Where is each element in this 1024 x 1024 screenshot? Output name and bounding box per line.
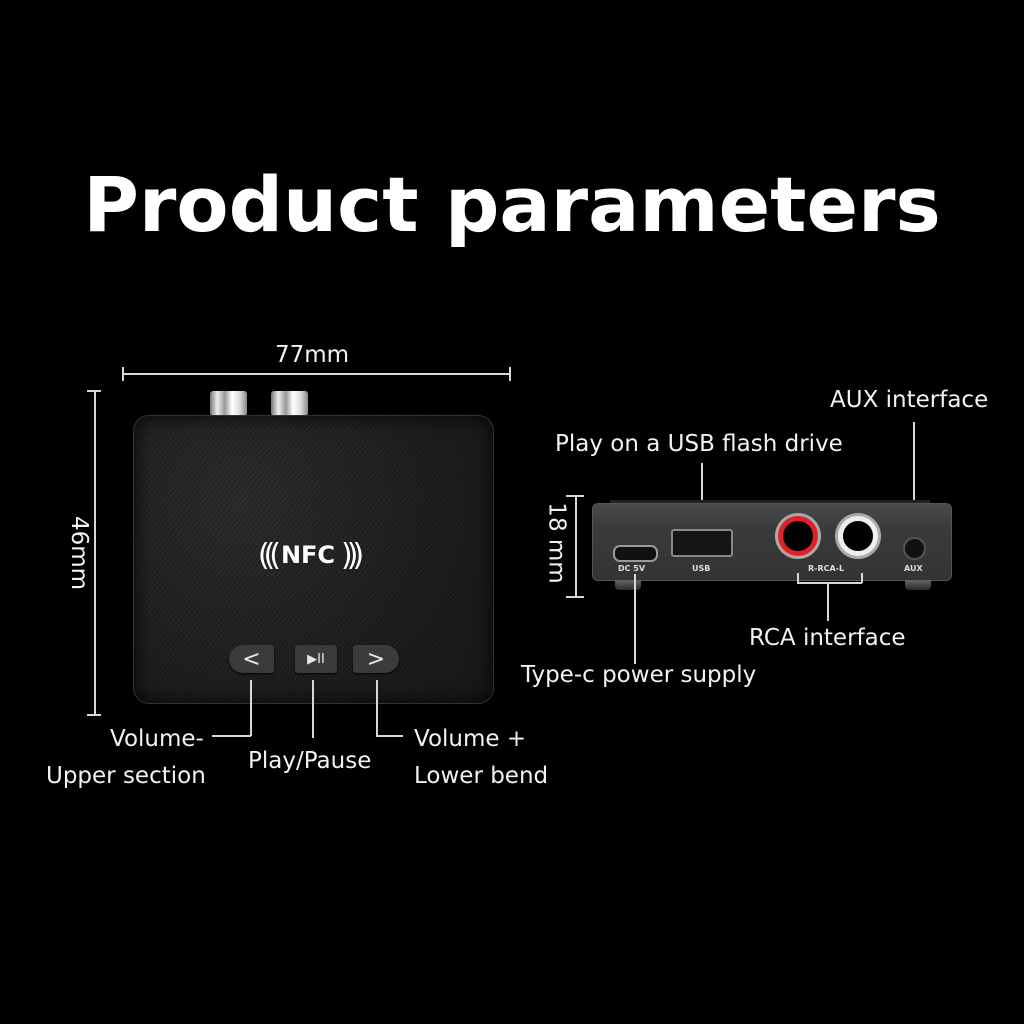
device-side-image [592, 503, 952, 581]
callout-line [634, 574, 636, 664]
rca-jack-top-icon [210, 391, 247, 416]
rca-port-label: R-RCA-L [808, 564, 845, 573]
callout-line [861, 573, 863, 583]
volume-minus-label: Volume- [110, 726, 204, 752]
volume-up-button[interactable]: > [353, 645, 399, 673]
callout-line [312, 680, 314, 738]
rca-right-jack-icon [778, 516, 818, 556]
rca-left-jack-icon [838, 516, 878, 556]
upper-section-label: Upper section [46, 763, 206, 789]
lower-bend-label: Lower bend [414, 763, 549, 789]
dimension-tick [122, 367, 124, 381]
dc-port-label: DC 5V [618, 564, 646, 573]
dimension-tick [87, 390, 101, 392]
callout-line [797, 573, 799, 583]
device-foot [615, 580, 641, 590]
width-dimension-label: 77mm [275, 342, 350, 368]
callout-line [376, 735, 403, 737]
callout-line [797, 582, 862, 584]
play-pause-button[interactable]: ▶II [295, 645, 337, 673]
callout-line [212, 735, 251, 737]
dimension-tick [566, 596, 584, 598]
rca-jack-top-icon [271, 391, 308, 416]
nfc-waves-left-icon: ((( [257, 537, 281, 573]
callout-line [250, 680, 252, 736]
usb-label: Play on a USB flash drive [555, 431, 843, 457]
dimension-tick [509, 367, 511, 381]
width-dimension-line [122, 373, 510, 375]
side-height-label: 18 mm [543, 502, 570, 584]
play-pause-icon: ▶II [307, 651, 325, 667]
typec-power-label: Type-c power supply [521, 662, 757, 688]
nfc-text: NFC [280, 541, 336, 569]
device-foot [905, 580, 931, 590]
usb-a-port-icon [671, 529, 733, 557]
usb-c-port-icon [613, 545, 658, 562]
callout-line [827, 582, 829, 621]
dimension-tick [87, 714, 101, 716]
chevron-left-icon: < [242, 646, 261, 672]
height-dimension-line [575, 495, 577, 597]
aux-port-label: AUX [904, 564, 923, 573]
chevron-right-icon: > [366, 646, 386, 672]
usb-port-label: USB [692, 564, 711, 573]
page-title: Product parameters [83, 160, 941, 249]
volume-plus-label: Volume + [414, 726, 527, 752]
dimension-tick [566, 495, 584, 497]
height-dimension-line [94, 390, 96, 715]
callout-line [701, 463, 703, 518]
callout-line [376, 680, 378, 736]
nfc-logo: ((( NFC ))) [247, 530, 369, 580]
nfc-waves-right-icon: ))) [341, 537, 364, 573]
height-dimension-label: 46mm [66, 515, 93, 591]
play-pause-label: Play/Pause [248, 748, 372, 774]
aux-jack-icon [903, 537, 926, 560]
aux-interface-label: AUX interface [830, 387, 989, 413]
volume-down-button[interactable]: < [229, 645, 274, 673]
callout-line [913, 422, 915, 519]
rca-interface-label: RCA interface [749, 625, 906, 651]
